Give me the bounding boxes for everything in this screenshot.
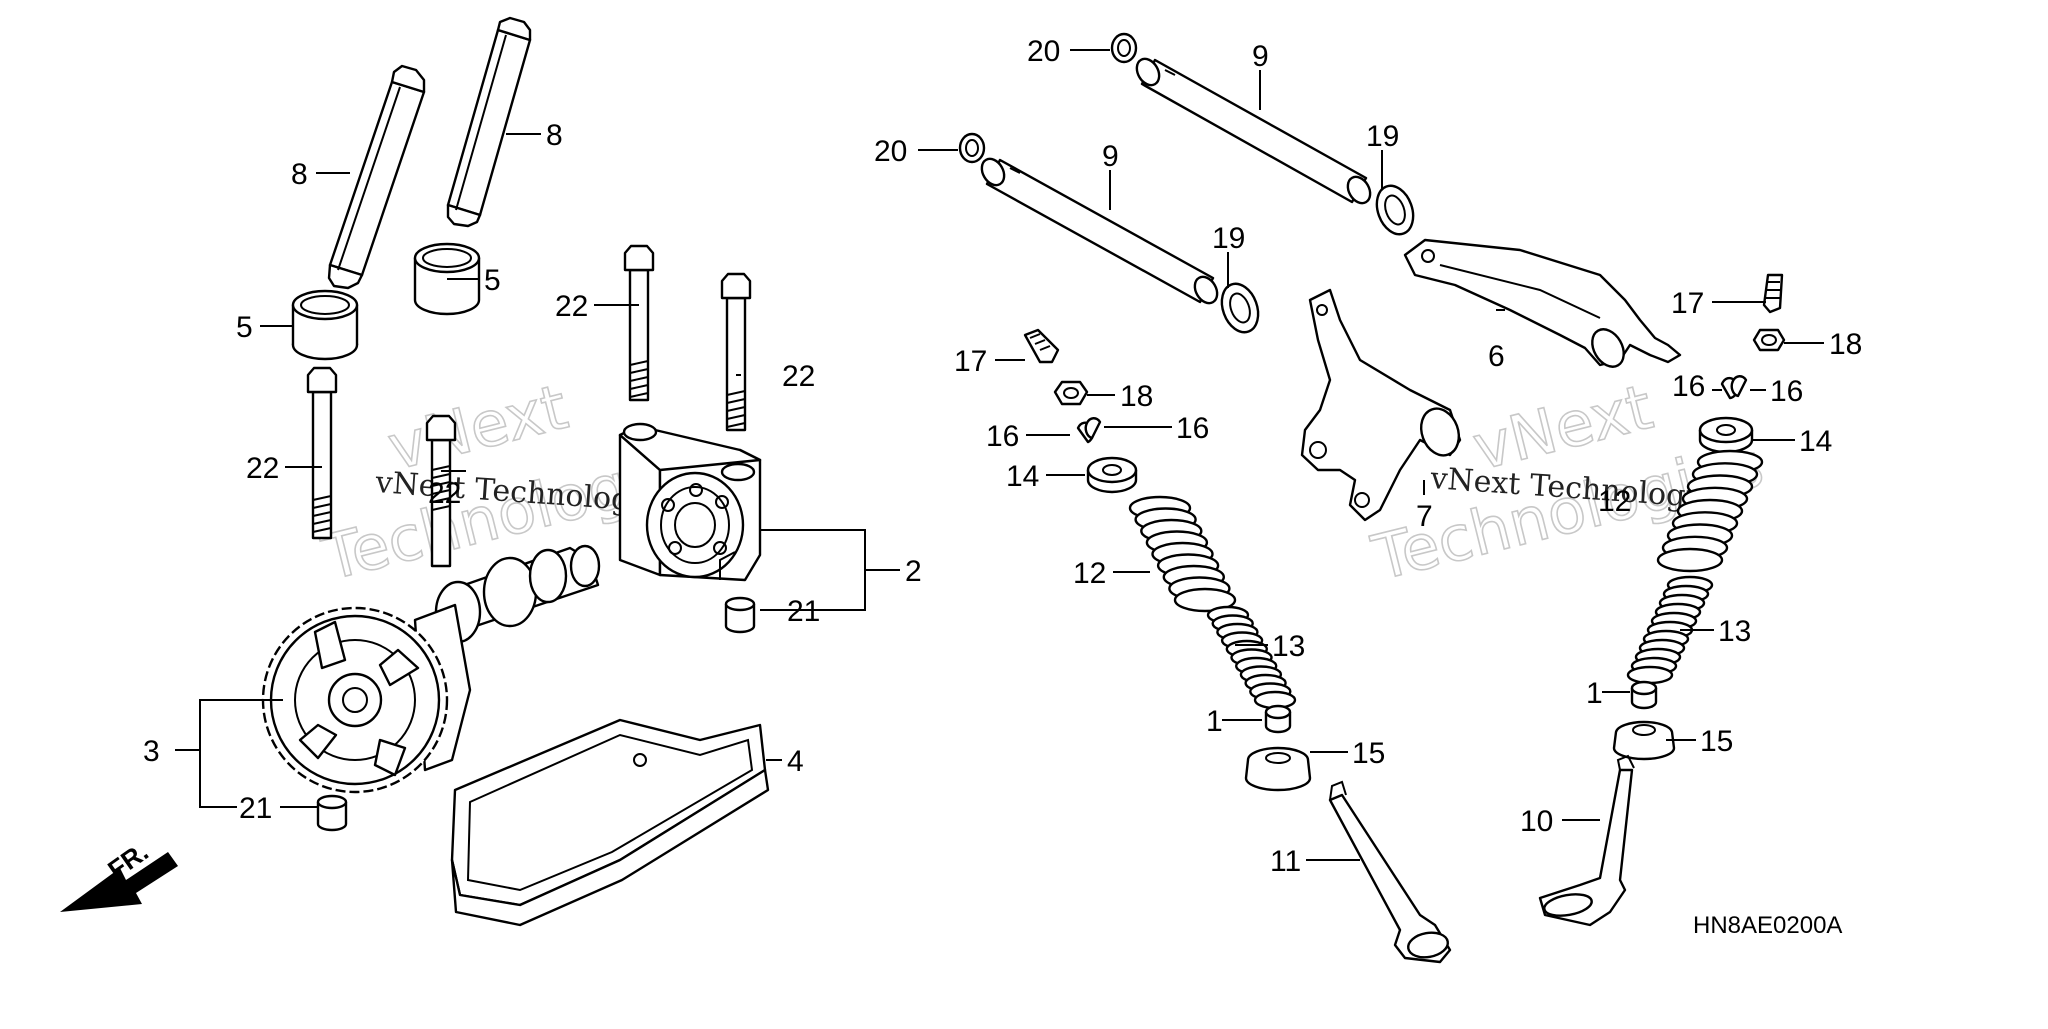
part-9-shaft-upper	[1135, 57, 1372, 205]
callout-22-a: 22	[246, 452, 279, 485]
callout-13-left: 13	[1272, 630, 1305, 663]
callout-4: 4	[787, 745, 804, 778]
part-15-seat-left	[1244, 746, 1312, 792]
callout-11: 11	[1270, 845, 1301, 878]
callout-15-left: 15	[1352, 737, 1385, 770]
callout-21-upper: 21	[787, 595, 820, 628]
part-6-rocker-arm	[1403, 238, 1682, 368]
callout-18-left: 18	[1120, 380, 1153, 413]
callout-numbers: 8 8 5 5 22 22 22 22 2 21 21 3 4 20 20 9 …	[143, 35, 1862, 878]
callout-16-a: 16	[986, 420, 1019, 453]
part-10-valve-right	[1538, 754, 1635, 927]
callout-5-right: 5	[484, 264, 501, 297]
part-2-bearing-holder	[618, 422, 762, 582]
callout-14-right: 14	[1799, 425, 1832, 458]
callout-7: 7	[1416, 500, 1433, 533]
part-21-dowel-upper	[724, 596, 756, 634]
callout-16-b: 16	[1176, 412, 1209, 445]
part-13-spring-left	[1206, 605, 1297, 710]
part-20-oring-lower	[958, 132, 986, 164]
part-22-bolt-c	[623, 244, 655, 402]
callout-10: 10	[1520, 805, 1553, 838]
callout-8-left: 8	[291, 158, 308, 191]
callout-9-lower: 9	[1102, 140, 1119, 173]
callout-19-upper: 19	[1366, 120, 1399, 153]
callout-19-lower: 19	[1212, 222, 1245, 255]
part-16-keeper-b	[1084, 417, 1102, 440]
part-9-shaft-lower	[980, 157, 1219, 305]
part-12-spring-right	[1656, 449, 1764, 573]
callout-8-right: 8	[546, 119, 563, 152]
part-1-seal-left	[1264, 704, 1292, 734]
callout-18-right: 18	[1829, 328, 1862, 361]
callout-22-d: 22	[782, 360, 815, 393]
callout-6: 6	[1488, 340, 1505, 373]
part-14-retainer-right	[1698, 416, 1754, 454]
callout-9-upper: 9	[1252, 40, 1269, 73]
part-22-bolt-d	[720, 272, 752, 432]
part-21-dowel-lower	[316, 794, 348, 832]
callout-17-left: 17	[954, 345, 987, 378]
leader-lines	[175, 49, 1824, 861]
part-19-seal-lower	[1220, 282, 1260, 334]
callout-5-left: 5	[236, 311, 253, 344]
part-1-seal-right	[1630, 680, 1658, 710]
part-17-screw-left	[1023, 328, 1060, 364]
part-16-keeper-d	[1730, 375, 1748, 398]
part-19-seal-upper	[1375, 184, 1415, 236]
callout-22-b: 22	[428, 477, 461, 510]
front-direction-arrow: FR.	[60, 836, 178, 912]
part-20-oring-upper	[1110, 32, 1138, 64]
part-11-valve-left	[1328, 780, 1452, 964]
callout-1-left: 1	[1206, 705, 1223, 738]
part-18-nut-left	[1053, 380, 1089, 406]
part-17-screw-right	[1762, 273, 1784, 314]
part-3-sprocket	[261, 606, 449, 794]
part-14-retainer-left	[1086, 456, 1138, 494]
part-4-tray	[450, 718, 770, 927]
part-5-sleeve-right	[413, 242, 481, 316]
callout-17-right: 17	[1671, 287, 1704, 320]
callout-12-right: 12	[1598, 485, 1631, 518]
drawing-code: HN8AE0200A	[1693, 912, 1842, 939]
callout-3: 3	[143, 735, 160, 768]
spring-coil	[1656, 547, 1724, 573]
callout-1-right: 1	[1586, 677, 1603, 710]
part-7-rocker-arm	[1300, 288, 1462, 522]
part-13-spring-right	[1626, 575, 1714, 685]
part-8-pushrod-right	[446, 16, 532, 228]
callout-12-left: 12	[1073, 557, 1106, 590]
callout-13-right: 13	[1718, 615, 1751, 648]
callout-16-c: 16	[1672, 370, 1705, 403]
callout-15-right: 15	[1700, 725, 1733, 758]
spring-coil	[1173, 587, 1237, 613]
callout-2: 2	[905, 555, 922, 588]
part-5-sleeve-left	[291, 289, 359, 361]
callout-16-d: 16	[1770, 375, 1803, 408]
part-8-pushrod-left	[327, 64, 426, 290]
callout-20-upper: 20	[1027, 35, 1060, 68]
part-18-nut-right	[1752, 328, 1786, 352]
part-12-spring-left	[1128, 495, 1237, 613]
callout-21-lower: 21	[239, 792, 272, 825]
part-3-camshaft	[413, 544, 601, 772]
part-22-bolt-a	[306, 366, 338, 540]
callout-14-left: 14	[1006, 460, 1039, 493]
part-15-seat-right	[1612, 720, 1676, 761]
spring-coil	[1626, 665, 1674, 685]
callout-20-lower: 20	[874, 135, 907, 168]
callout-22-c: 22	[555, 290, 588, 323]
